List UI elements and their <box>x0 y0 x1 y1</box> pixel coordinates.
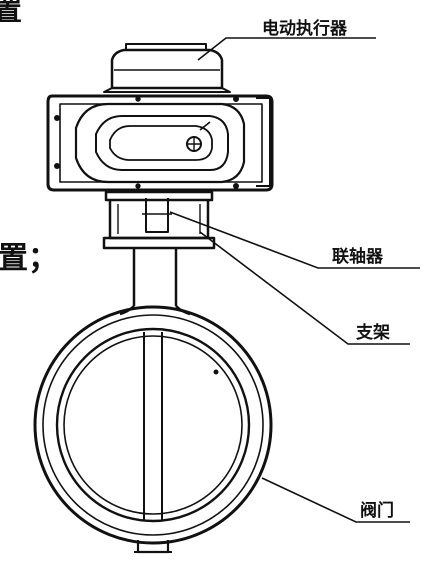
leader-coupling <box>169 211 420 269</box>
partial-text-top: 置 <box>0 0 22 27</box>
leader-actuator <box>197 37 376 61</box>
valve-neck <box>119 248 191 316</box>
leader-bracket <box>199 231 410 345</box>
valve-body <box>33 305 273 554</box>
label-actuator: 电动执行器 <box>262 18 348 39</box>
label-valve: 阀门 <box>360 500 394 521</box>
coupling-bracket <box>102 190 216 250</box>
actuator-top-cover <box>103 43 231 93</box>
label-bracket: 支架 <box>356 322 390 343</box>
actuator-body <box>46 94 274 192</box>
partial-text-mid: 置； <box>0 241 58 276</box>
label-coupling: 联轴器 <box>332 246 384 267</box>
leader-lines <box>169 37 420 523</box>
leader-valve <box>261 477 410 523</box>
